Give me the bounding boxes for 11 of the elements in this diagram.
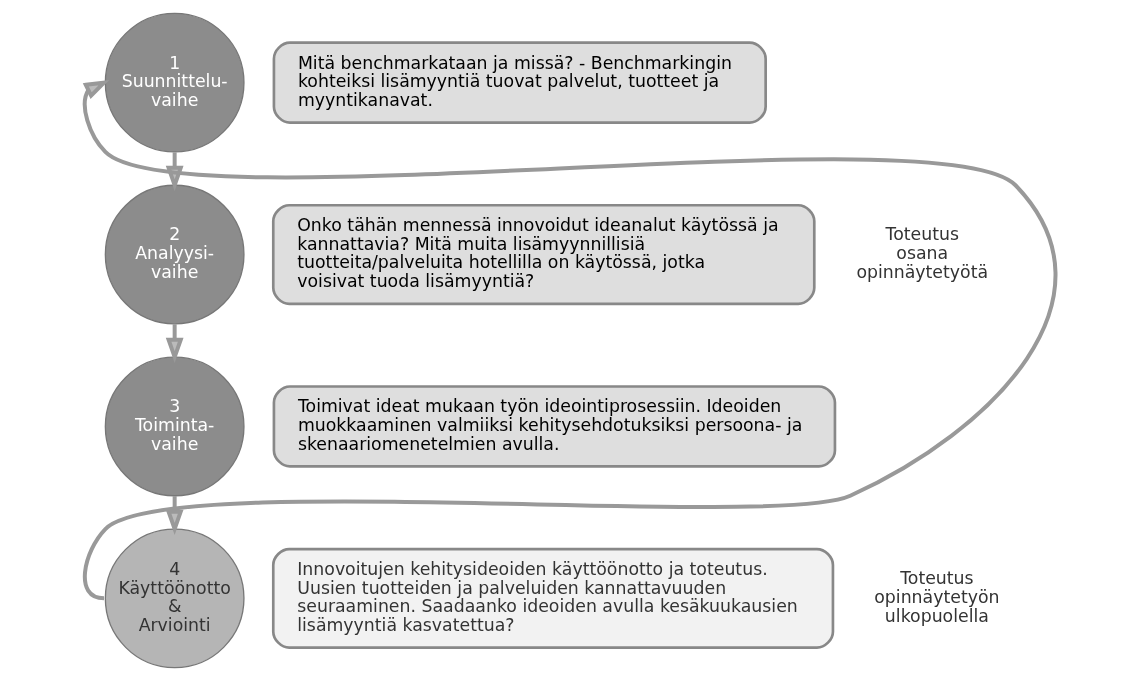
node-circle: 2 Analyysi-vaihe <box>104 184 245 325</box>
label: Toteutus opinnäytetyön ulkopuolella <box>873 568 999 626</box>
node-circle: 4 Käyttöönotto & Arviointi <box>104 528 245 669</box>
arrow <box>165 324 184 364</box>
node-box: Toimivat ideat mukaan työn ideointiprosessiin. Ideoiden muokkaaminen valmiiksi kehitysehdotuksiksi persoona- ja skenaariomenetelmien avulla. <box>272 385 836 468</box>
node-box: Mitä benchmarkataan ja missä? - Benchmarkingin kohteiksi lisämyyntiä tuovat palvelut, tuotteet ja myyntikanavat. <box>272 41 767 124</box>
label: Toteutus osana opinnäytetyötä <box>855 224 988 282</box>
node-box: Onko tähän mennessä innovoidut ideanalut käytössä ja kannattavia? Mitä muita lisämyynnillisiä tuotteita/palveluita hotellilla on käytössä, jotka voisivat tuoda lisämyyntiä? <box>271 203 816 306</box>
node-circle: 1 Suunnittelu-vaihe <box>104 12 245 153</box>
node-circle: 3 Toiminta-vaihe <box>104 356 245 497</box>
node-box: Innovoitujen kehitysideoiden käyttöönotto ja toteutus. Uusien tuotteiden ja palveluiden kannattavuuden seuraaminen. Saadaanko ideoiden avulla kesäkuukausien lisämyyntiä kasvatettua? <box>271 547 834 649</box>
